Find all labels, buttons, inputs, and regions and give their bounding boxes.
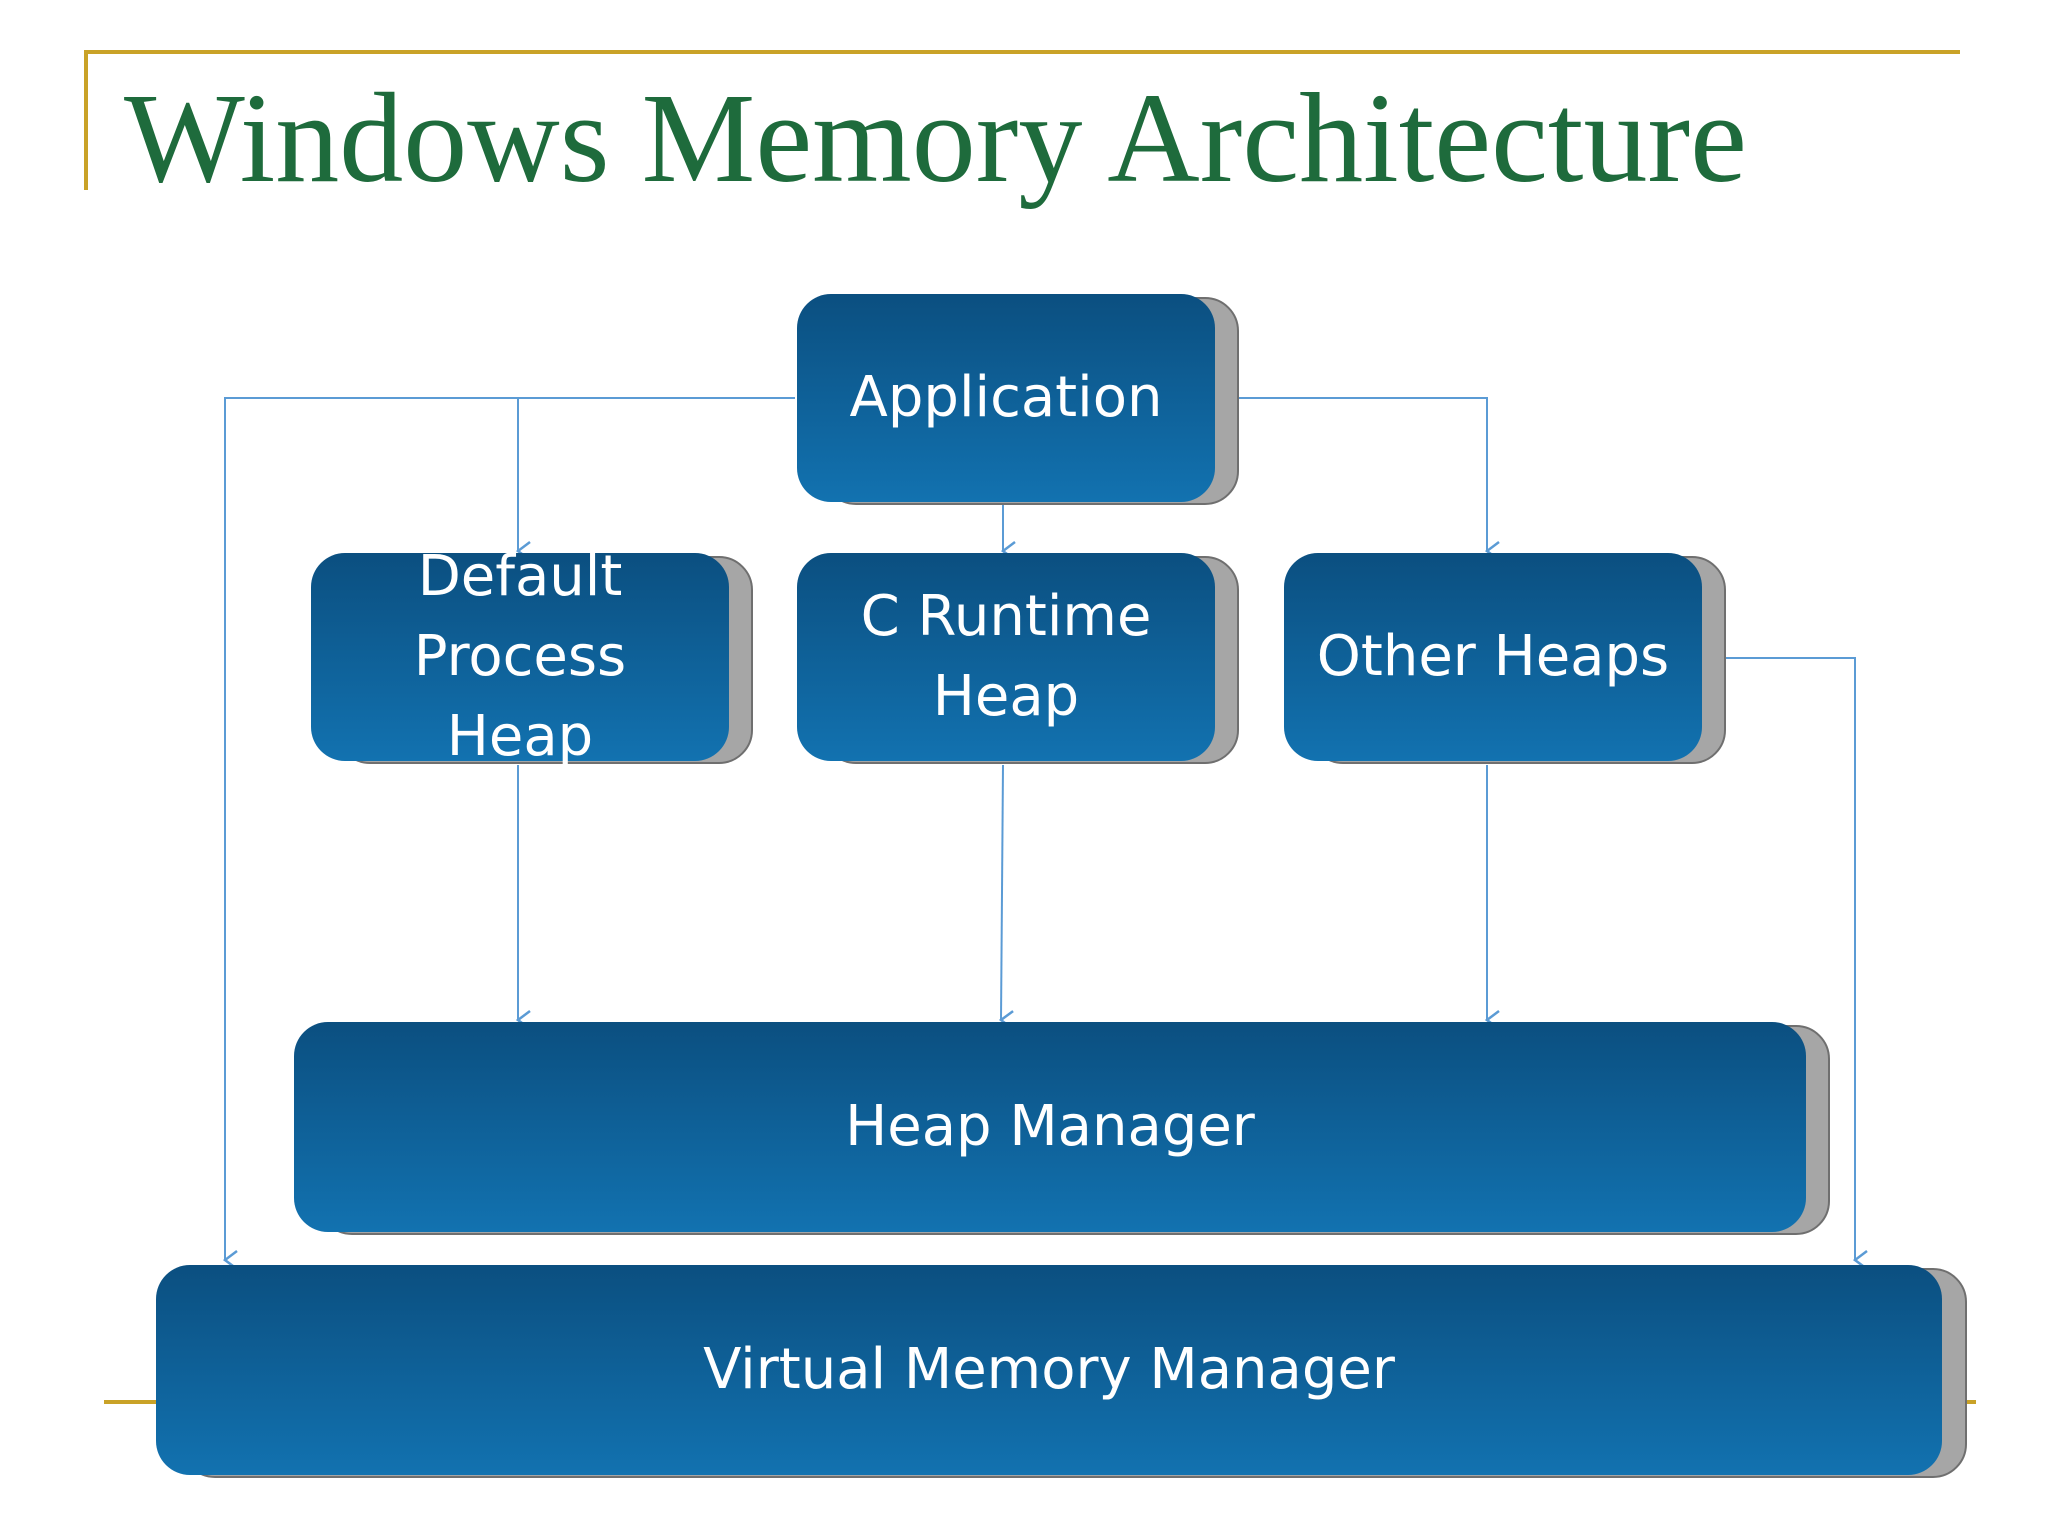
connector-other-heaps-to-vmm — [1697, 657, 1855, 1260]
vmm-box: Virtual Memory Manager — [156, 1265, 1942, 1475]
crt-heap-box: C Runtime Heap — [797, 553, 1215, 761]
application-box: Application — [797, 294, 1215, 502]
heap-manager-box: Heap Manager — [294, 1022, 1806, 1232]
connector-app-to-vmm — [225, 397, 518, 1260]
connector-app-to-other-heaps — [1234, 397, 1487, 551]
default-heap-box: Default Process Heap — [311, 544, 729, 769]
other-heaps-box: Other Heaps — [1284, 553, 1702, 761]
title-rule-top — [84, 50, 1960, 54]
connector-crt-heap-to-heap-manager — [1001, 764, 1003, 1020]
title-rule-left — [84, 50, 88, 190]
slide-title: Windows Memory Architecture — [124, 67, 1747, 209]
connector-app-to-default-heap — [518, 397, 795, 551]
